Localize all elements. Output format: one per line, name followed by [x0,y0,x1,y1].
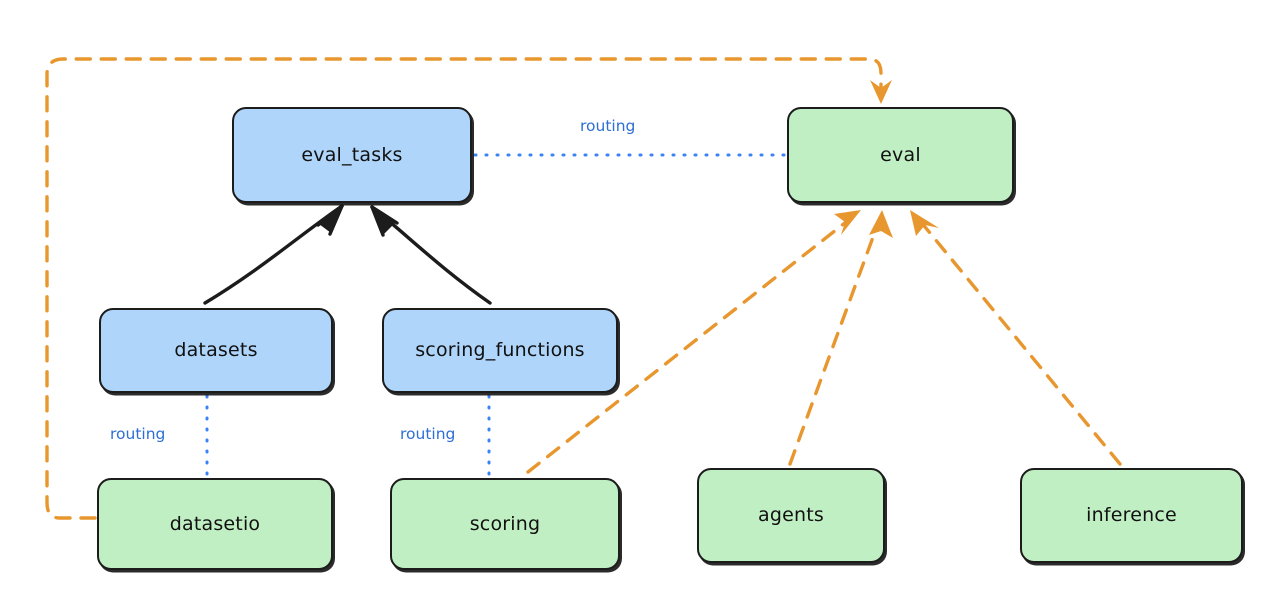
edge-label-routing-scoring-functions-scoring: routing [400,425,456,443]
edge-datasetio-eval [45,57,892,520]
edge-inference-eval [910,210,1122,466]
edge-datasets-eval_tasks [203,204,344,305]
node-scoring-functions-label: scoring_functions [415,339,585,362]
node-eval-label: eval [880,143,921,166]
node-agents-label: agents [758,504,824,527]
node-inference-label: inference [1086,504,1177,527]
edge-agents-eval [788,210,893,466]
node-datasetio[interactable]: datasetio [97,478,333,570]
edge-scoring_functions-eval_tasks [370,205,492,305]
node-inference[interactable]: inference [1020,468,1243,563]
node-scoring-label: scoring [469,512,541,535]
node-scoring-functions[interactable]: scoring_functions [382,308,618,393]
edge-label-routing-eval-tasks-eval: routing [580,117,636,135]
node-datasets-label: datasets [174,339,258,362]
edge-scoring-eval [526,210,861,474]
node-datasets[interactable]: datasets [99,308,333,393]
node-eval-tasks-label: eval_tasks [301,143,403,166]
node-eval-tasks[interactable]: eval_tasks [232,107,472,203]
edge-label-routing-datasets-datasetio: routing [110,425,166,443]
node-scoring[interactable]: scoring [390,478,620,570]
node-datasetio-label: datasetio [169,512,261,535]
node-eval[interactable]: eval [787,107,1014,203]
node-agents[interactable]: agents [697,468,885,563]
